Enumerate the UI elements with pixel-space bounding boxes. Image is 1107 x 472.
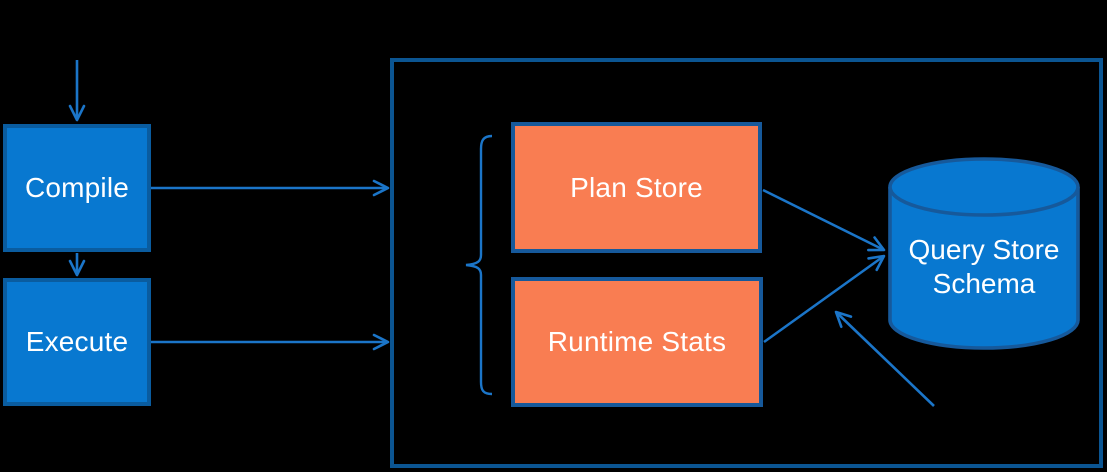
query-store-schema-line1: Query Store	[908, 234, 1060, 265]
compile-label: Compile	[24, 172, 130, 203]
compile-box: Compile	[3, 124, 151, 252]
plan-store-box: Plan Store	[511, 122, 762, 253]
runtime-stats-box: Runtime Stats	[511, 277, 763, 407]
execute-label: Execute	[25, 326, 129, 357]
query-store-schema-label: Query Store Schema	[890, 233, 1078, 301]
execute-box: Execute	[3, 278, 151, 406]
runtime-stats-label: Runtime Stats	[547, 326, 727, 357]
query-store-container	[390, 58, 1103, 468]
query-store-schema-line2: Schema	[932, 268, 1036, 299]
plan-store-label: Plan Store	[570, 171, 703, 203]
